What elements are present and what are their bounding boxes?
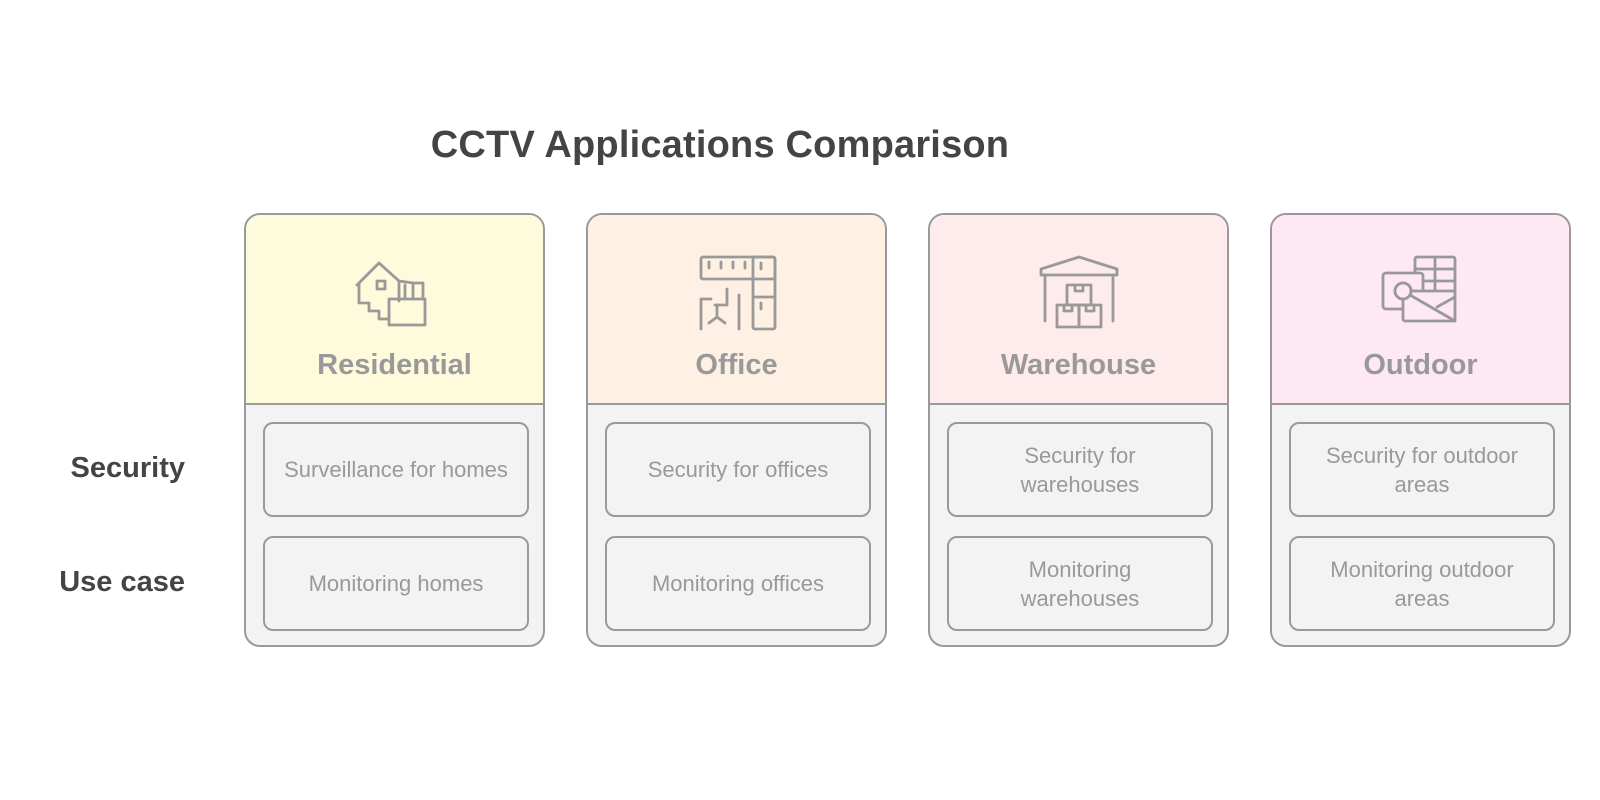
outdoor-icon — [1379, 251, 1463, 335]
cell-security-warehouse: Security for warehouses — [947, 422, 1213, 517]
column-outdoor: Outdoor Security for outdoor areas Monit… — [1270, 213, 1571, 647]
column-title: Outdoor — [1363, 349, 1478, 381]
cell-security-office: Security for offices — [605, 422, 871, 517]
warehouse-icon — [1037, 251, 1121, 335]
cell-use-case-residential: Monitoring homes — [263, 536, 529, 631]
column-header: Office — [588, 215, 885, 405]
cell-use-case-office: Monitoring offices — [605, 536, 871, 631]
column-header: Outdoor — [1272, 215, 1569, 405]
house-icon — [353, 251, 437, 335]
column-title: Residential — [317, 349, 472, 381]
column-residential: Residential Surveillance for homes Monit… — [244, 213, 545, 647]
column-header: Residential — [246, 215, 543, 405]
cell-security-outdoor: Security for outdoor areas — [1289, 422, 1555, 517]
cell-security-residential: Surveillance for homes — [263, 422, 529, 517]
column-title: Warehouse — [1000, 349, 1157, 381]
column-office: Office Security for offices Monitoring o… — [586, 213, 887, 647]
cell-use-case-warehouse: Monitoring warehouses — [947, 536, 1213, 631]
column-warehouse: Warehouse Security for warehouses Monito… — [928, 213, 1229, 647]
diagram-title: CCTV Applications Comparison — [430, 124, 1010, 166]
cell-use-case-outdoor: Monitoring outdoor areas — [1289, 536, 1555, 631]
column-title: Office — [695, 349, 778, 381]
row-label-security: Security — [70, 452, 185, 484]
column-header: Warehouse — [930, 215, 1227, 405]
row-label-use-case: Use case — [59, 566, 185, 598]
office-floorplan-icon — [695, 251, 779, 335]
